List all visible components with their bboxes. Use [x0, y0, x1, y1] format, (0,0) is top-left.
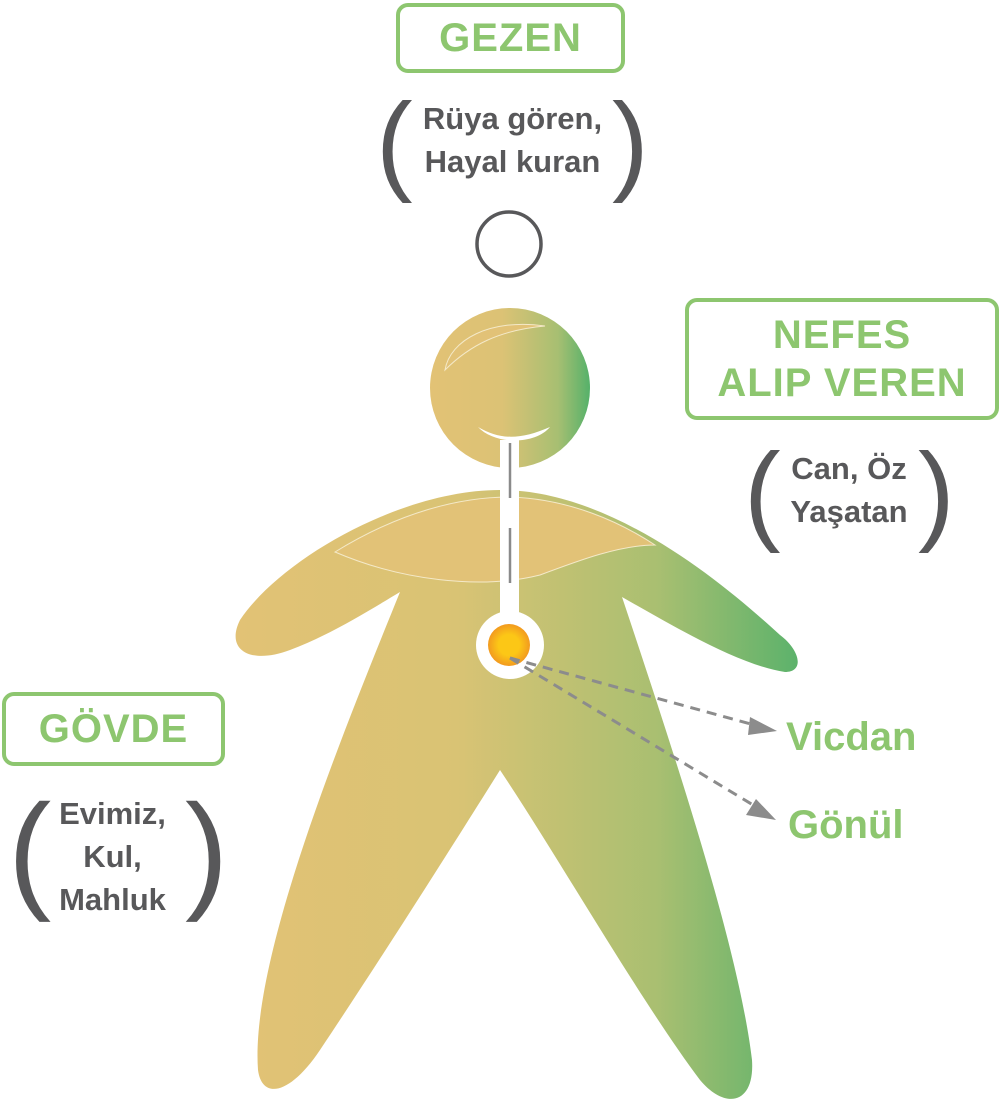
paren-open: ( [376, 81, 413, 204]
head-highlight [444, 323, 546, 372]
nefes-desc-line: Can, Öz [791, 451, 907, 486]
gezen-desc-line: Rüya gören, [422, 101, 603, 136]
arrow-gonul [509, 656, 759, 810]
gezen-title: GEZEN [439, 15, 582, 60]
smile [478, 427, 550, 441]
gezen-box: GEZEN [396, 3, 625, 73]
govde-box: GÖVDE [2, 692, 225, 766]
govde-desc-line: Kul, [83, 839, 142, 874]
nefes-title-line: ALIP VEREN [717, 361, 967, 405]
govde-title: GÖVDE [38, 706, 189, 751]
nefes-box: NEFES ALIP VEREN [685, 298, 999, 420]
paren-open: ( [8, 777, 52, 923]
nefes-title-line: NEFES [772, 313, 912, 357]
spirit-circle [475, 210, 543, 278]
label-gonul: Gönül [788, 803, 904, 847]
heart-arrows [509, 656, 759, 810]
gezen-desc-line: Hayal kuran [424, 144, 601, 179]
body-shape [235, 490, 798, 1099]
govde-desc-line: Mahluk [59, 882, 166, 917]
arrow-vicdan [509, 656, 759, 728]
arrowhead-icon [748, 717, 777, 735]
nefes-desc-line: Yaşatan [790, 494, 908, 529]
shoulder-highlight [333, 496, 657, 583]
label-vicdan: Vicdan [786, 715, 917, 759]
govde-desc-line: Evimiz, [59, 796, 166, 831]
paren-close: ) [185, 777, 229, 923]
paren-close: ) [612, 81, 649, 204]
paren-close: ) [918, 431, 955, 554]
nefes-desc: Can, Öz Yaşatan [770, 447, 928, 533]
gezen-desc: Rüya gören, Hayal kuran [400, 97, 625, 183]
heart-icon [488, 624, 530, 666]
arrowhead-icon [746, 799, 776, 820]
paren-open: ( [744, 431, 781, 554]
govde-desc: Evimiz, Kul, Mahluk [40, 792, 185, 921]
